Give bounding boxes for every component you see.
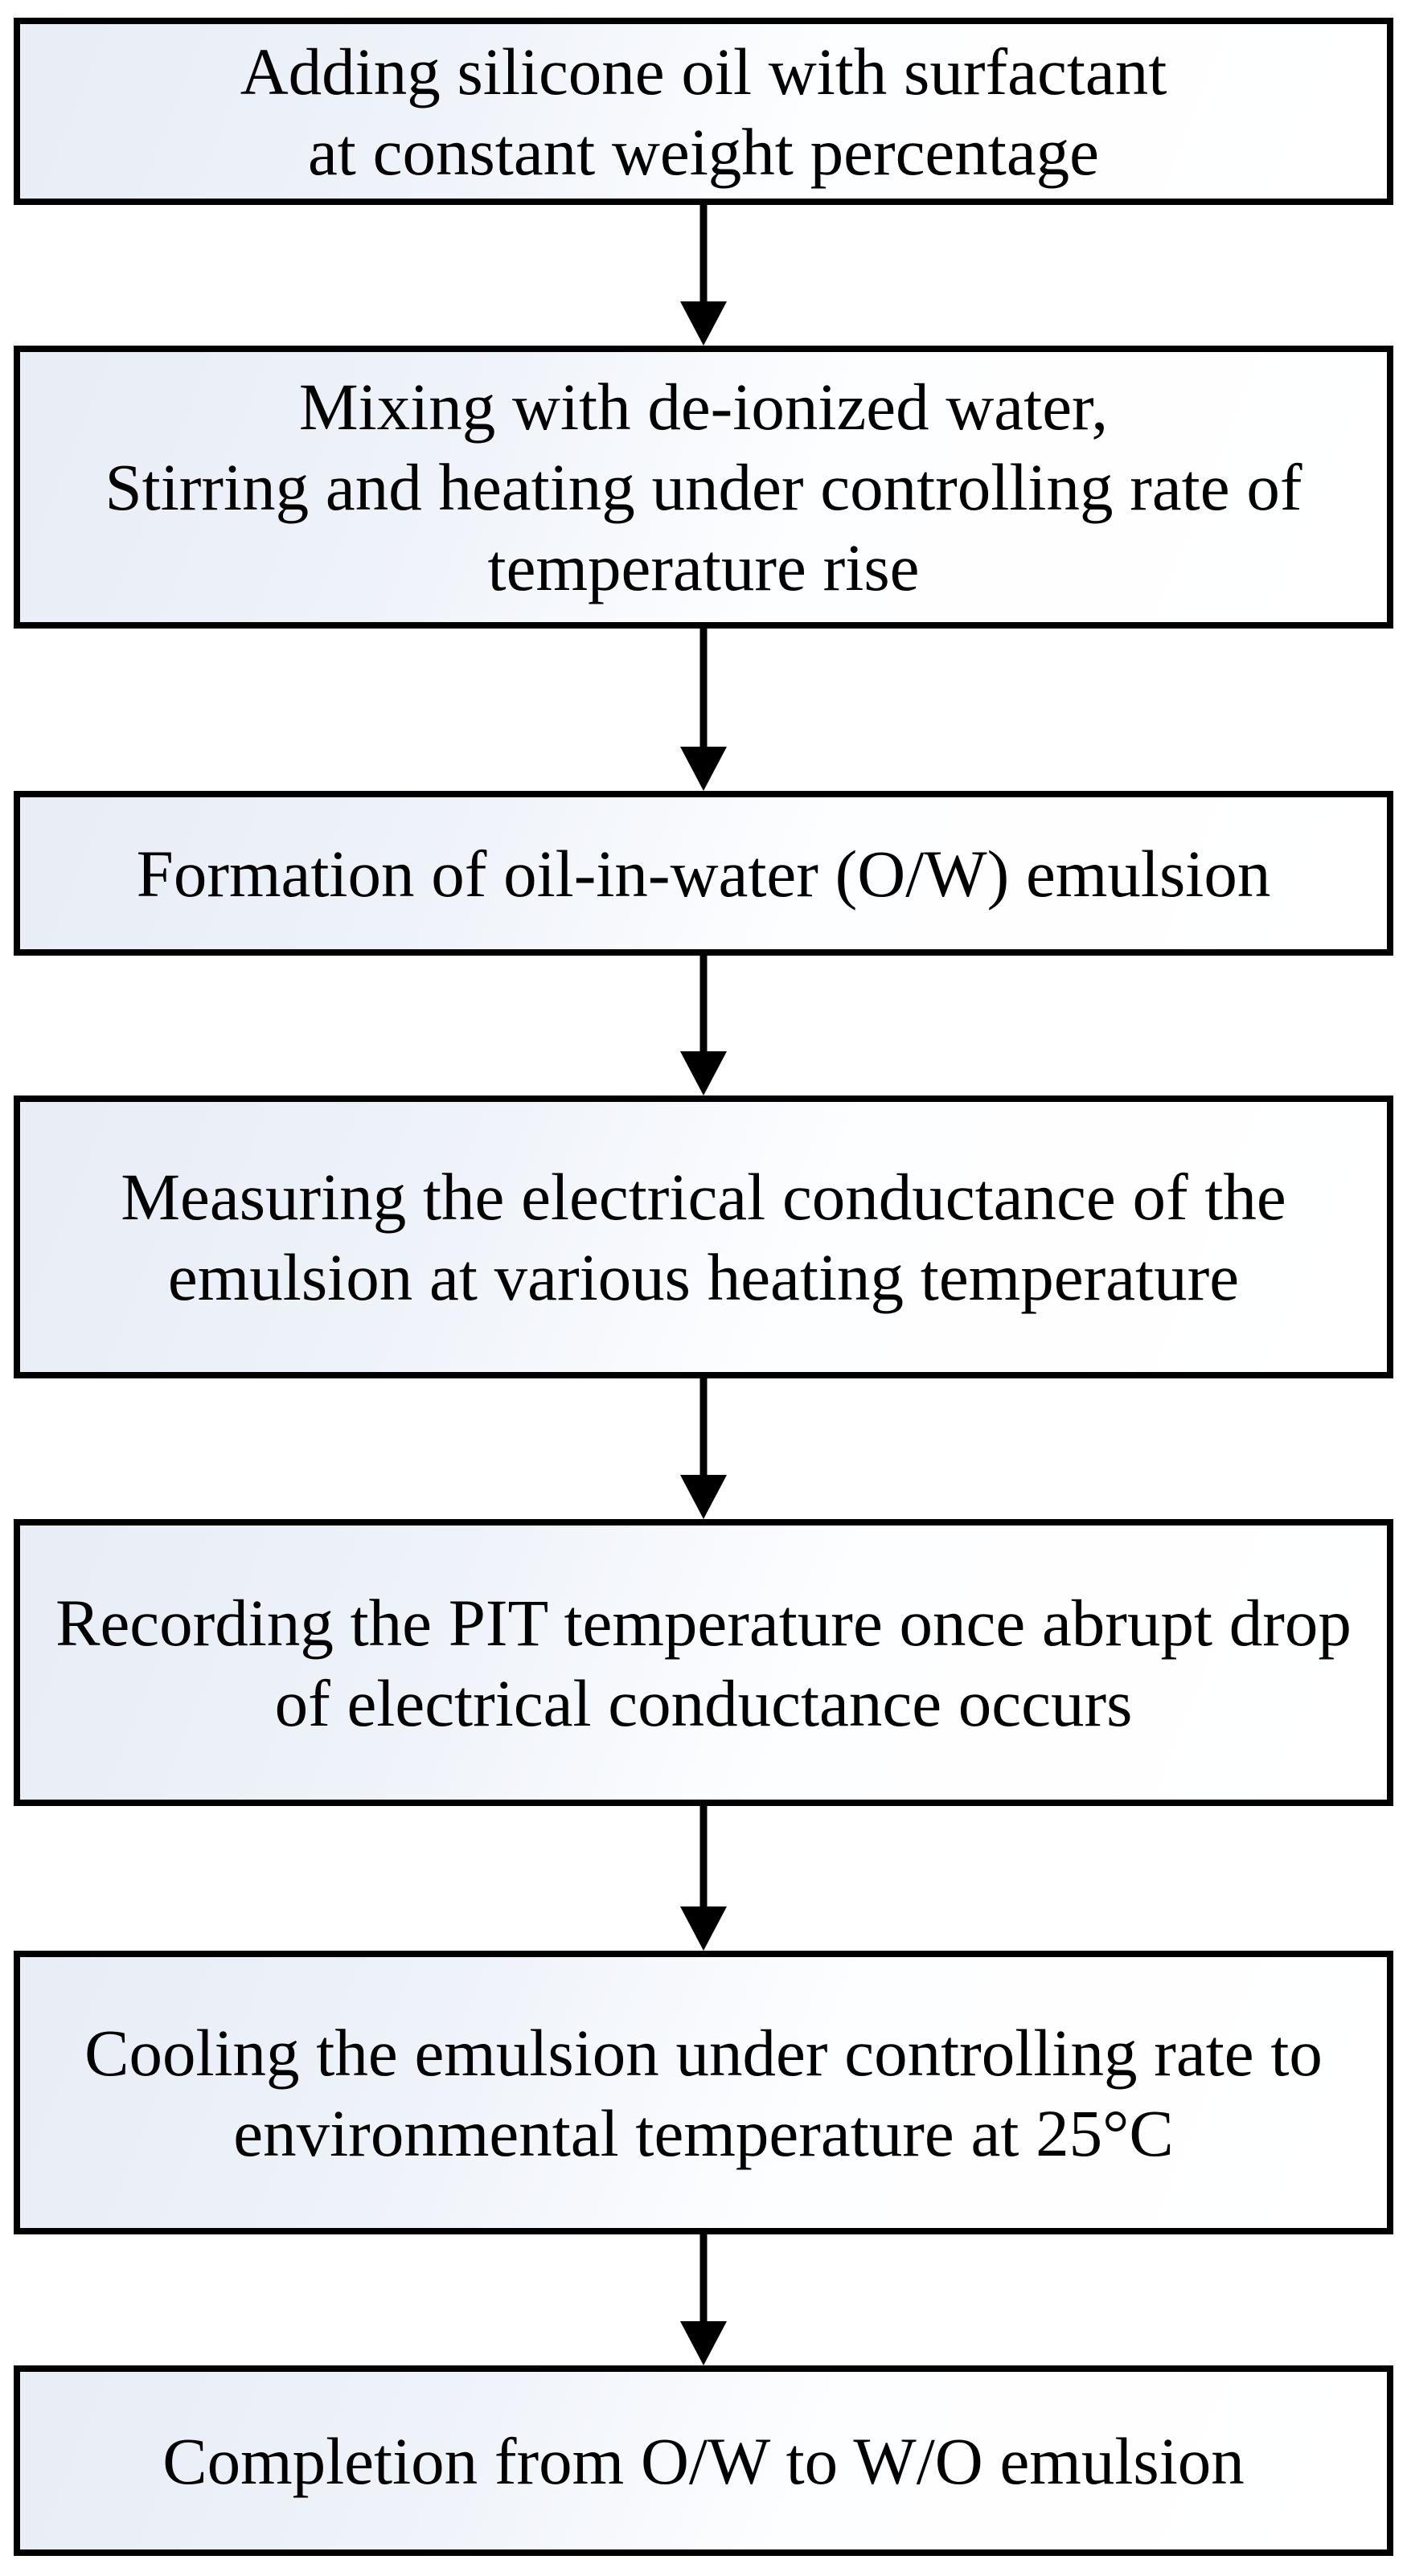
step-text-line: temperature rise xyxy=(487,530,920,604)
arrow-head xyxy=(680,1475,727,1519)
arrow-shaft xyxy=(699,205,708,305)
flow-step-formation-ow-emulsion: Formation of oil-in-water (O/W) emulsion xyxy=(14,791,1393,956)
step-text-line: Mixing with de-ionized water, xyxy=(298,370,1109,444)
arrow-head xyxy=(680,2321,727,2365)
step-text-line: Adding silicone oil with surfactant xyxy=(240,34,1167,109)
flow-step-completion-wo-emulsion: Completion from O/W to W/O emulsion xyxy=(14,2365,1393,2556)
arrow-down-icon xyxy=(0,1806,1407,1951)
step-text-line: at constant weight percentage xyxy=(307,114,1100,189)
flow-step-recording-pit: Recording the PIT temperature once abrup… xyxy=(14,1519,1393,1806)
flow-step-cooling-emulsion: Cooling the emulsion under controlling r… xyxy=(14,1951,1393,2234)
arrow-head xyxy=(680,747,727,791)
arrow-down-icon xyxy=(0,1378,1407,1519)
step-text-line: of electrical conductance occurs xyxy=(274,1665,1133,1740)
step-text-line: Cooling the emulsion under controlling r… xyxy=(84,2015,1323,2090)
arrow-head xyxy=(680,1051,727,1096)
flow-step-mixing-stirring-heating: Mixing with de-ionized water, Stirring a… xyxy=(14,346,1393,629)
step-text-line: Measuring the electrical conductance of … xyxy=(121,1160,1286,1234)
arrow-shaft xyxy=(699,2234,708,2325)
arrow-head xyxy=(680,301,727,346)
arrow-head xyxy=(680,1906,727,1951)
flow-step-add-silicone-oil: Adding silicone oil with surfactant at c… xyxy=(14,18,1393,205)
step-text-line: Stirring and heating under controlling r… xyxy=(105,450,1302,524)
step-text-line: Completion from O/W to W/O emulsion xyxy=(162,2423,1245,2498)
flow-step-measuring-conductance: Measuring the electrical conductance of … xyxy=(14,1096,1393,1378)
arrow-down-icon xyxy=(0,956,1407,1096)
step-text-line: emulsion at various heating temperature xyxy=(167,1240,1240,1314)
step-text-line: Recording the PIT temperature once abrup… xyxy=(55,1585,1352,1660)
arrow-shaft xyxy=(699,629,708,751)
step-text-line: Formation of oil-in-water (O/W) emulsion xyxy=(136,836,1271,911)
arrow-shaft xyxy=(699,1806,708,1910)
step-text-line: environmental temperature at 25°C xyxy=(233,2095,1174,2170)
arrow-shaft xyxy=(699,1378,708,1479)
arrow-shaft xyxy=(699,956,708,1055)
arrow-down-icon xyxy=(0,629,1407,791)
arrow-down-icon xyxy=(0,205,1407,346)
arrow-down-icon xyxy=(0,2234,1407,2365)
